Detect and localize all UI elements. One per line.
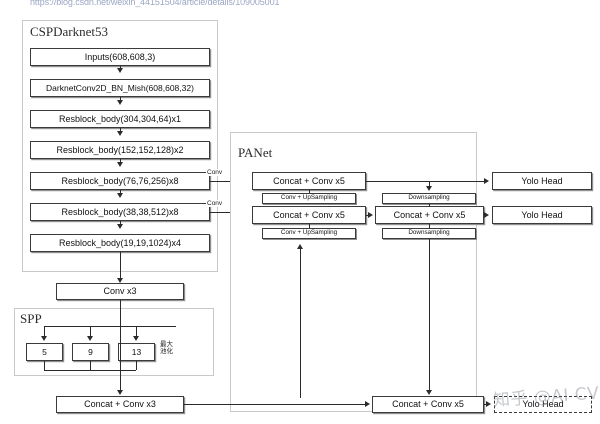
line-res4-to-res5 (120, 221, 121, 226)
arrow-conv-to-res1 (116, 100, 123, 105)
line-top-concat-to-head1 (366, 181, 484, 182)
spp-output-concat-conv-x3[interactable]: Concat + Conv x3 (56, 396, 184, 413)
edge-label-conv-1: Conv (206, 169, 224, 176)
panet-downsampling-bottom[interactable]: Downsampling (382, 228, 476, 239)
line-top-concat-down-to-ds (429, 181, 430, 188)
line-res5-to-convx3 (120, 252, 121, 280)
line-res3-to-res4 (120, 190, 121, 195)
arrow-spp-right (132, 336, 139, 341)
spp-group (14, 308, 214, 376)
spp-branch-right-down (136, 326, 137, 338)
backbone-layer-resblock-38[interactable]: Resblock_body(38,38,512)x8 (30, 203, 210, 221)
line-ds-top-to-right-concat (429, 204, 430, 207)
spp-merge-mid-up (90, 361, 91, 370)
arrow-res4-to-res5 (116, 224, 123, 229)
arrow-res5-to-convx3 (116, 278, 123, 283)
line-upsample-top-to-concat (309, 190, 310, 193)
backbone-conv-x3[interactable]: Conv x3 (56, 283, 184, 300)
spp-merge-right-up (136, 361, 137, 370)
backbone-layer-resblock-304[interactable]: Resblock_body(304,304,64)x1 (30, 110, 210, 128)
backbone-layer-resblock-19[interactable]: Resblock_body(19,19,1024)x4 (30, 234, 210, 252)
arrow-mid-to-right-concat (368, 211, 373, 218)
arrow-res1-to-res2 (116, 131, 123, 136)
spp-branch-left-down (44, 326, 45, 338)
panet-concat-conv-x5-bottom[interactable]: Concat + Conv x5 (372, 396, 484, 413)
line-right-concat-to-ds-bottom (429, 224, 430, 229)
arrow-to-head2 (484, 211, 489, 218)
line-spp-to-concat3 (120, 326, 121, 392)
arrow-spp-to-concat3 (116, 390, 123, 395)
line-upsample-bottom-to-concat (309, 224, 310, 228)
spp-branch-mid-down (90, 326, 91, 338)
line-convx3-into-spp (120, 300, 121, 326)
browser-url-text: https://blog.csdn.net/weixin_44151504/ar… (30, 0, 280, 7)
spp-merge-left-up (44, 361, 45, 370)
edge-label-conv-2: Conv (206, 200, 224, 207)
line-res1-to-res2 (120, 128, 121, 133)
line-conv-to-res1 (120, 97, 121, 102)
cspdarknet53-group-title: CSPDarknet53 (30, 24, 108, 39)
panet-conv-upsampling-bottom[interactable]: Conv + UpSampling (262, 228, 356, 239)
panet-concat-conv-x5-mid[interactable]: Concat + Conv x5 (252, 206, 366, 224)
line-res76-to-panet (210, 181, 248, 182)
line-bottom-concat-to-upsample (300, 248, 301, 398)
spp-split-bus (44, 326, 176, 327)
line-ds-bottom-to-bottom-concat (429, 239, 430, 392)
spp-maxpool-note-line2: 池化 (160, 348, 173, 356)
panet-conv-upsampling-top[interactable]: Conv + UpSampling (262, 193, 356, 204)
panet-downsampling-top[interactable]: Downsampling (382, 193, 476, 204)
yolo-head-1[interactable]: Yolo Head (492, 172, 592, 190)
spp-pool-5[interactable]: 5 (26, 343, 63, 361)
backbone-layer-resblock-152[interactable]: Resblock_body(152,152,128)x2 (30, 141, 210, 159)
arrow-res2-to-res3 (116, 162, 123, 167)
arrow-to-head3 (486, 400, 491, 407)
line-head1-connector (477, 181, 486, 182)
spp-pool-13[interactable]: 13 (118, 343, 155, 361)
line-inputs-to-conv (120, 66, 121, 70)
line-sppout-to-bottom-concat (184, 404, 366, 405)
backbone-layer-inputs[interactable]: Inputs(608,608,3) (30, 48, 210, 66)
spp-maxpool-note: 最大 池化 (160, 341, 173, 356)
spp-merge-bus (44, 370, 136, 371)
arrow-spp-left (40, 336, 47, 341)
yolo-head-2[interactable]: Yolo Head (492, 206, 592, 224)
line-res38-to-panet (210, 212, 248, 213)
arrow-ds-bottom-to-bottom-concat (425, 390, 432, 395)
arrow-to-head1 (484, 177, 489, 184)
arrow-res3-to-res4 (116, 193, 123, 198)
spp-group-title: SPP (20, 311, 42, 326)
arrow-bottom-concat-to-upsample (296, 244, 303, 249)
panet-concat-conv-x5-top[interactable]: Concat + Conv x5 (252, 172, 366, 190)
line-res2-to-res3 (120, 159, 121, 164)
panet-concat-conv-x5-right[interactable]: Concat + Conv x5 (375, 206, 484, 224)
arrow-top-concat-to-ds (425, 186, 432, 191)
arrow-spp-mid (86, 336, 93, 341)
spp-pool-9[interactable]: 9 (72, 343, 109, 361)
backbone-layer-resblock-76[interactable]: Resblock_body(76,76,256)x8 (30, 172, 210, 190)
backbone-layer-darknetconv2d[interactable]: DarknetConv2D_BN_Mish(608,608,32) (30, 79, 210, 97)
panet-group-title: PANet (238, 145, 273, 160)
spp-maxpool-note-line1: 最大 (160, 341, 173, 348)
arrow-inputs-to-conv (116, 68, 123, 73)
arrow-sppout-to-bottom-concat (365, 400, 370, 407)
yolo-head-3[interactable]: Yolo Head (494, 396, 592, 413)
